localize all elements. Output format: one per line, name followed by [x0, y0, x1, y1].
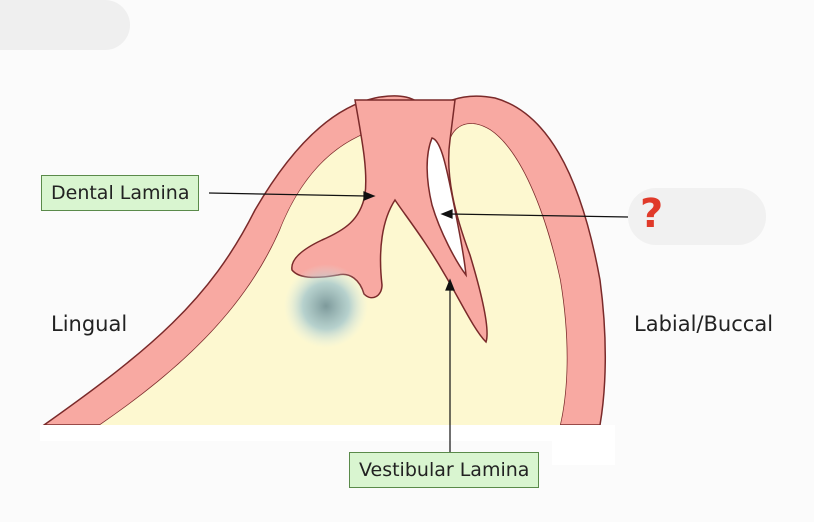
- bottom-mask-right: [552, 425, 615, 465]
- dental-lamina-arrowhead: [363, 191, 376, 201]
- vestibular-lamina-arrowhead: [445, 278, 455, 291]
- vestibular-lamina-label: Vestibular Lamina: [349, 452, 540, 488]
- question-arrowhead: [440, 209, 453, 219]
- labial-buccal-label: Labial/Buccal: [634, 312, 774, 336]
- vestibular-cleft: [426, 137, 468, 278]
- unknown-label-pill: [628, 188, 766, 245]
- top-left-decoration: [0, 0, 130, 50]
- question-arrow-line: [449, 213, 629, 218]
- unknown-label: ?: [640, 191, 664, 237]
- bottom-mask-left: [40, 425, 615, 441]
- dental-lamina-arrow-line: [208, 192, 367, 197]
- lingual-label: Lingual: [51, 312, 128, 336]
- dental-lamina-label: Dental Lamina: [41, 175, 200, 211]
- tooth-bud: [284, 264, 368, 348]
